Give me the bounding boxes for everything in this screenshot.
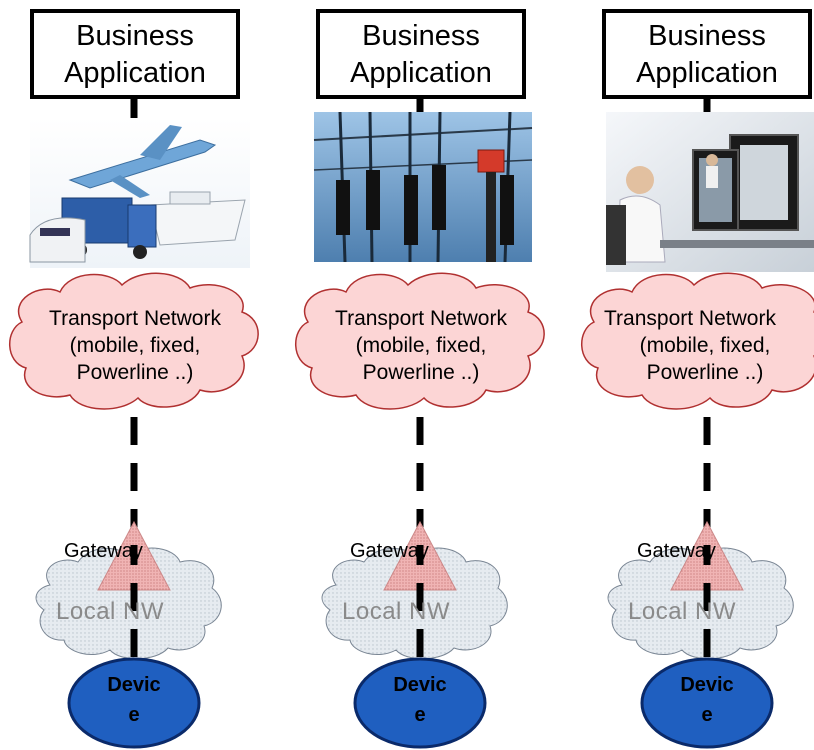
column-1-labels: Business Application	[32, 0, 238, 750]
device-label-line1: Devic	[393, 674, 447, 696]
network-label-line1: Transport Network	[335, 307, 507, 330]
transport-network-cloud	[581, 272, 814, 410]
device-label-line1: Devic	[107, 674, 161, 696]
medical-imaging-photo	[606, 112, 814, 272]
device-label-line2: e	[128, 704, 140, 726]
business-label-line2: Application	[64, 57, 206, 89]
business-application-box	[30, 9, 240, 99]
gateway-label: Gateway	[637, 540, 716, 562]
business-application-box	[602, 9, 812, 99]
local-nw-label: Local NW	[628, 598, 737, 625]
business-label-line1: Business	[648, 20, 766, 52]
column-3-labels: Business Application	[604, 0, 810, 750]
device-oval	[67, 657, 201, 749]
business-label-line2: Application	[636, 57, 778, 89]
transport-network-cloud	[9, 272, 259, 410]
device-label: Devic e	[667, 670, 747, 730]
device-label: Devic e	[380, 670, 460, 730]
local-nw-label: Local NW	[342, 598, 451, 625]
network-label: Transport Network (mobile, fixed, Powerl…	[22, 305, 248, 386]
network-label-line1: Transport Network	[604, 307, 776, 330]
network-label-line1: Transport Network	[49, 307, 221, 330]
device-oval	[353, 657, 487, 749]
local-network-cloud	[35, 547, 222, 660]
business-label-line1: Business	[76, 20, 194, 52]
column-2-labels: Business Application	[318, 0, 524, 750]
network-label-line2: (mobile, fixed,	[355, 334, 487, 357]
device-label: Devic e	[94, 670, 174, 730]
gateway-label: Gateway	[350, 540, 429, 562]
local-nw-label: Local NW	[56, 598, 165, 625]
device-label-line2: e	[414, 704, 426, 726]
transport-logistics-photo	[29, 118, 250, 268]
network-label-line3: Powerline ..)	[76, 361, 194, 384]
device-label-line1: Devic	[680, 674, 734, 696]
local-network-cloud	[321, 547, 508, 660]
column-2	[295, 9, 545, 749]
network-label: Transport Network (mobile, fixed, Powerl…	[596, 305, 814, 386]
power-substation-photo	[313, 111, 533, 263]
business-application-box	[316, 9, 526, 99]
network-label-line3: Powerline ..)	[646, 361, 764, 384]
device-oval	[640, 657, 774, 749]
network-label-line3: Powerline ..)	[362, 361, 480, 384]
transport-network-cloud	[295, 272, 545, 410]
device-label-line2: e	[701, 704, 713, 726]
business-label-line1: Business	[362, 20, 480, 52]
network-label-line2: (mobile, fixed,	[639, 334, 771, 357]
gateway-label: Gateway	[64, 540, 143, 562]
network-label-line2: (mobile, fixed,	[69, 334, 201, 357]
business-label-line2: Application	[350, 57, 492, 89]
local-network-cloud	[607, 547, 794, 660]
column-3	[581, 9, 814, 749]
network-label: Transport Network (mobile, fixed, Powerl…	[308, 305, 534, 386]
column-1	[9, 9, 259, 749]
